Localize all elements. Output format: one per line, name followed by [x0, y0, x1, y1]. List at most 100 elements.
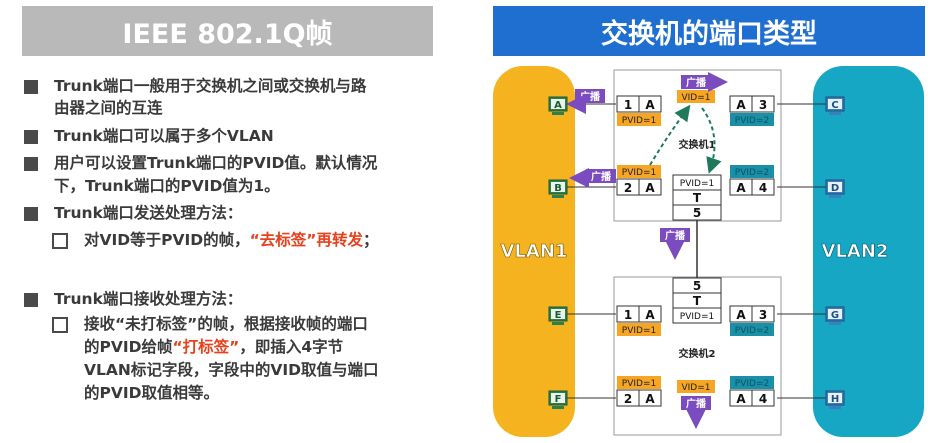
sub-bullet-part: ； — [363, 231, 379, 249]
host-f-icon[interactable]: F — [548, 390, 568, 409]
host-label: A — [554, 100, 562, 111]
pvid-tag-text: PVID=2 — [735, 116, 769, 126]
port-cell — [751, 95, 775, 113]
sub-bullet-square — [52, 233, 68, 249]
bullet-square — [24, 293, 38, 307]
vlan1-band — [493, 66, 575, 437]
host-label: B — [554, 183, 562, 194]
bullet-text: Trunk端口一般用于交换机之间或交换机与路 — [54, 77, 367, 95]
port-cell — [638, 178, 662, 196]
broadcast-tag — [681, 396, 711, 410]
host-label: C — [831, 100, 838, 111]
port-type: A — [645, 308, 655, 322]
trunk-port: 5 — [693, 279, 701, 293]
pvid-tag — [730, 165, 774, 178]
broadcast-tag — [586, 169, 616, 183]
host-label: F — [555, 394, 562, 405]
port-cell — [751, 178, 775, 196]
port-number: 2 — [624, 181, 632, 195]
host-d-icon[interactable]: D — [825, 179, 845, 198]
pvid-tag-text: PVID=2 — [735, 326, 769, 336]
sub-bullet-part: 的PVID给帧 — [84, 338, 173, 356]
bullet-text: Trunk端口发送处理方法： — [54, 204, 243, 222]
broadcast-text: 广播 — [665, 229, 686, 242]
port-type: A — [736, 181, 746, 195]
host-c-icon[interactable]: C — [825, 96, 845, 115]
pvid-tag-text: PVID=1 — [622, 116, 656, 126]
pvid-tag — [730, 323, 774, 336]
broadcast-text: 广播 — [686, 76, 707, 89]
vlan1-label: VLAN1 — [501, 241, 568, 262]
trunk-pvid-cell — [672, 307, 722, 324]
vlan2-label: VLAN2 — [822, 241, 889, 262]
switch1-label: 交换机1 — [679, 138, 716, 151]
pvid-tag — [617, 376, 661, 389]
pvid-tag-text: PVID=2 — [735, 379, 769, 389]
port-number: 1 — [624, 308, 632, 322]
host-a-icon[interactable]: A — [548, 96, 568, 115]
port-number: 3 — [759, 308, 767, 322]
port-cell — [638, 389, 662, 407]
bullet-text: 下，Trunk端口的PVID值为1。 — [54, 177, 280, 195]
sub-bullet-text: VLAN标记字段，字段中的VID取值与端口 — [84, 361, 379, 379]
bullet-square — [24, 207, 38, 221]
port-cell — [751, 305, 775, 323]
sub-bullet-square — [52, 317, 68, 333]
pvid-tag — [730, 376, 774, 389]
right-title: 交换机的端口类型 — [493, 6, 925, 56]
port-type: A — [645, 392, 655, 406]
pvid-tag — [617, 113, 661, 126]
arrow-icon — [701, 107, 722, 174]
bullet-text: 由器之间的互连 — [54, 99, 163, 117]
trunk-type: T — [693, 294, 702, 308]
broadcast-text: 广播 — [686, 397, 707, 410]
bullet-square — [24, 130, 38, 144]
sub-bullet-text: 接收“未打标签”的帧，根据接收帧的端口 — [84, 315, 368, 333]
bullet-square — [24, 157, 38, 171]
port-type: A — [736, 98, 746, 112]
bullet-square — [24, 80, 38, 94]
sub-bullet-text: 的PVID取值相等。 — [84, 384, 219, 402]
pvid-tag — [617, 165, 661, 178]
sub-bullet-part: ，即插入4字节 — [239, 338, 344, 356]
vid-tag — [677, 90, 715, 103]
highlight-text: “去标签”再转发 — [249, 231, 363, 249]
port-cell — [751, 389, 775, 407]
port-number: 4 — [759, 392, 767, 406]
port-number: 4 — [759, 181, 767, 195]
broadcast-text: 广播 — [580, 90, 601, 103]
pvid-tag-text: PVID=1 — [622, 379, 656, 389]
port-type: A — [645, 98, 655, 112]
broadcast-tag — [681, 75, 711, 89]
pvid-tag — [730, 113, 774, 126]
pvid-tag — [617, 323, 661, 336]
links — [567, 103, 826, 399]
host-e-icon[interactable]: E — [548, 306, 568, 325]
port-type: A — [645, 181, 655, 195]
port-type: A — [736, 308, 746, 322]
host-h-icon[interactable]: H — [825, 390, 845, 409]
host-g-icon[interactable]: G — [825, 306, 845, 325]
trunk-pvid: PVID=1 — [680, 312, 714, 322]
switch2-label: 交换机2 — [679, 347, 716, 360]
trunk-pvid: PVID=1 — [680, 179, 714, 189]
port-cell — [638, 95, 662, 113]
pvid-tag-text: PVID=1 — [622, 168, 656, 178]
host-label: E — [555, 310, 562, 321]
sub-bullet-part: 对VID等于PVID的帧， — [84, 231, 250, 249]
host-b-icon[interactable]: B — [548, 179, 568, 198]
pvid-tag-text: PVID=2 — [735, 168, 769, 178]
sub-bullet-text: 对VID等于PVID的帧，“去标签”再转发； — [84, 229, 379, 251]
port-cell — [638, 305, 662, 323]
highlight-text: “打标签” — [172, 338, 240, 356]
host-label: D — [831, 183, 839, 194]
left-title: IEEE 802.1Q帧 — [22, 6, 433, 56]
port-number: 3 — [759, 98, 767, 112]
port-type: A — [736, 392, 746, 406]
forward-arrows — [649, 104, 722, 174]
bullet-text: Trunk端口可以属于多个VLAN — [54, 127, 274, 145]
vid-tag-text: VID=1 — [681, 383, 710, 393]
port-number: 1 — [624, 98, 632, 112]
vlan2-band — [813, 66, 924, 437]
